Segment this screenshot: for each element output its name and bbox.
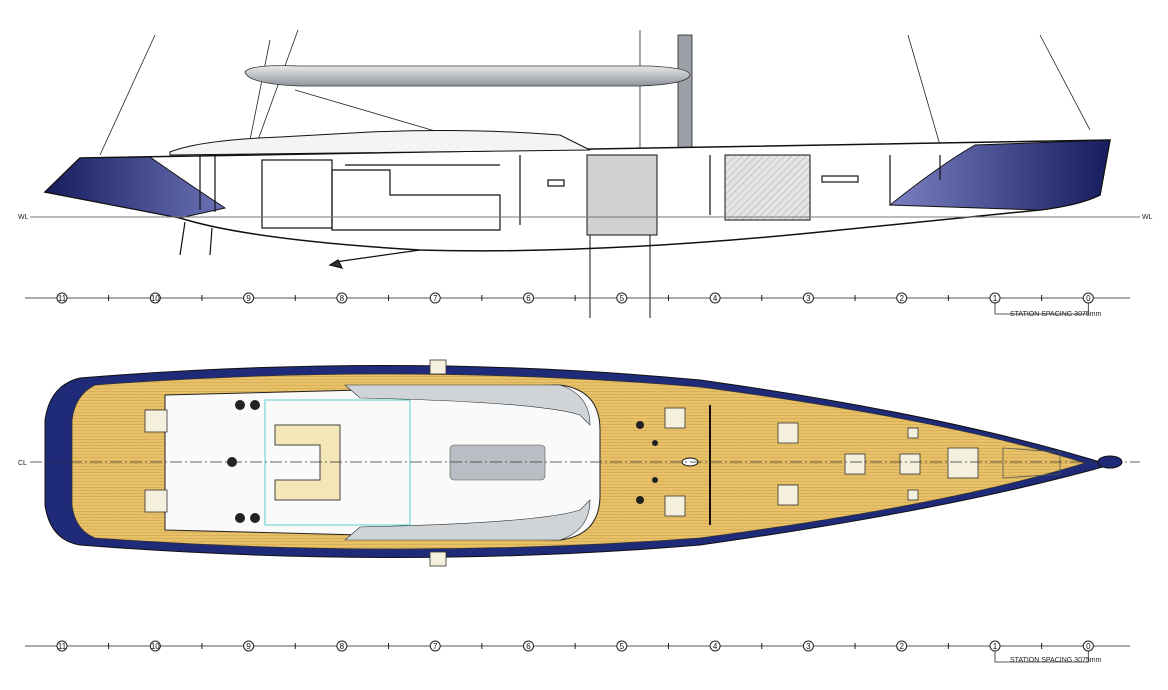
station-label: 9 — [246, 294, 251, 303]
station-marker — [149, 640, 161, 652]
station-label: 0 — [1086, 294, 1091, 303]
station-marker — [429, 640, 441, 652]
appendages — [179, 221, 421, 269]
centerline-label: CL — [18, 460, 27, 467]
station-label: 2 — [899, 642, 904, 651]
deckhouse — [169, 130, 591, 156]
waterline-label-right: WL — [1142, 214, 1153, 221]
saloon-section-grey — [586, 154, 658, 236]
bow-fitting — [1097, 455, 1123, 469]
station-marker — [56, 640, 68, 652]
station-marker — [149, 292, 161, 304]
station-marker — [709, 292, 721, 304]
side-deck-window-top — [344, 384, 591, 426]
station-label: 1 — [993, 294, 998, 303]
station-label: 10 — [151, 294, 160, 303]
waterline-label-left: WL — [18, 214, 29, 221]
foredeck-locker — [1002, 447, 1061, 479]
hull-bow-blue — [888, 139, 1111, 211]
cockpit-deckhouse — [164, 384, 601, 541]
station-label: 10 — [151, 642, 160, 651]
helm-seat — [274, 424, 341, 501]
rigging — [99, 29, 1091, 156]
station-marker — [616, 640, 628, 652]
plan-view: CL — [18, 359, 1140, 567]
side-deck-window-bottom — [344, 499, 591, 541]
boom — [244, 65, 691, 87]
station-marker — [243, 640, 255, 652]
station-label: 11 — [58, 294, 67, 303]
station-label: 5 — [620, 642, 625, 651]
station-marker — [896, 640, 908, 652]
winches — [227, 400, 658, 523]
station-marker — [243, 292, 255, 304]
station-label: 9 — [246, 642, 251, 651]
station-label: 2 — [899, 294, 904, 303]
profile-view: WL WL — [18, 29, 1153, 318]
station-label: 3 — [806, 294, 811, 303]
station-marker — [429, 292, 441, 304]
station-label: 8 — [340, 642, 345, 651]
station-label: 8 — [340, 294, 345, 303]
profile-station-spacing: STATION SPACING 3075mm — [1010, 311, 1102, 318]
station-label: 4 — [713, 642, 718, 651]
cockpit-glass — [264, 399, 411, 526]
station-label: 7 — [433, 642, 438, 651]
station-label: 1 — [993, 642, 998, 651]
station-label: 6 — [526, 642, 531, 651]
station-marker — [523, 640, 534, 652]
hull-stern-blue — [43, 156, 227, 219]
station-label: 0 — [1086, 642, 1091, 651]
hatches — [144, 359, 979, 567]
station-marker — [802, 640, 814, 652]
station-marker — [896, 292, 908, 304]
station-label: 3 — [806, 642, 811, 651]
station-label: 7 — [433, 294, 438, 303]
plan-station-spacing: STATION SPACING 3075mm — [1010, 657, 1102, 664]
station-marker — [56, 292, 68, 304]
station-label: 6 — [526, 294, 531, 303]
station-marker — [616, 292, 628, 304]
hatched-section — [724, 154, 811, 221]
station-label: 4 — [713, 294, 718, 303]
station-marker — [709, 640, 721, 652]
station-label: 5 — [620, 294, 625, 303]
skylight — [449, 444, 546, 481]
station-marker — [336, 640, 348, 652]
station-marker — [802, 292, 814, 304]
spacing-dimension — [994, 651, 1089, 663]
station-marker — [336, 292, 348, 304]
station-marker — [523, 292, 534, 304]
mast — [677, 34, 693, 156]
station-label: 11 — [58, 642, 67, 651]
spacing-dimension — [994, 303, 1089, 315]
